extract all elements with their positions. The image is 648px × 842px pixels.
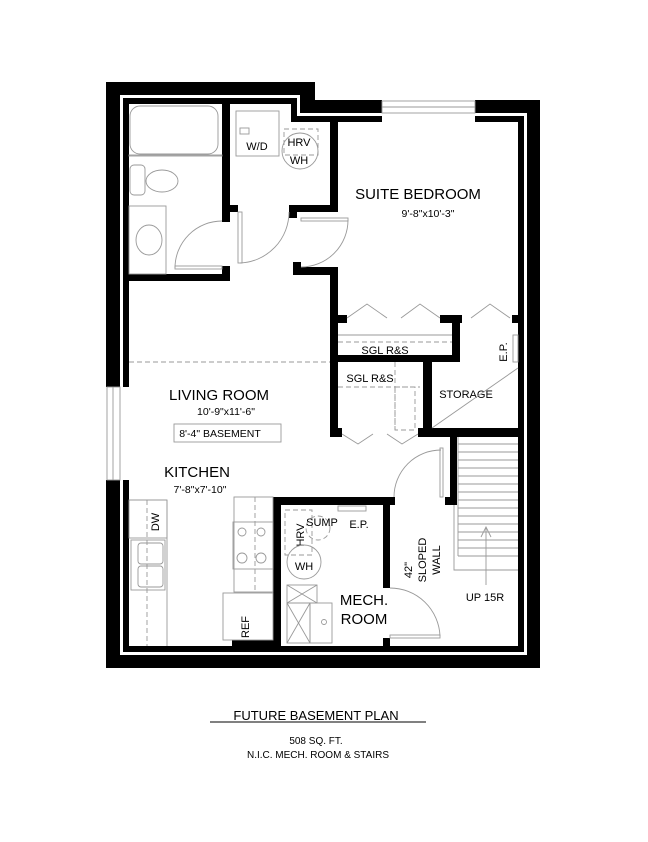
hrv-label: HRV <box>287 137 311 149</box>
washer-dryer-icon <box>235 110 280 157</box>
refrigerator-icon <box>222 592 274 641</box>
closet-bifold-doors[interactable] <box>341 433 419 445</box>
dishwasher-label: DW <box>150 512 162 531</box>
plan-title: FUTURE BASEMENT PLAN <box>233 708 398 723</box>
stairs-label: UP 15R <box>466 592 504 604</box>
sloped-wall-note: 42" SLOPED WALL <box>403 538 443 583</box>
water-heater-icon <box>286 544 322 580</box>
wh-label: WH <box>290 155 308 167</box>
sink-icon <box>128 205 167 275</box>
sloped-wall-label: WALL <box>431 545 443 575</box>
kitchen-size: 7'-8"x7'-10" <box>174 484 227 496</box>
ep-mech-label: E.P. <box>349 519 368 531</box>
living-room-name: LIVING ROOM <box>169 387 269 404</box>
ep-label: E.P. <box>498 342 510 361</box>
exterior-walls <box>106 82 540 668</box>
suite-bedroom-name: SUITE BEDROOM <box>355 186 481 203</box>
plan-note: N.I.C. MECH. ROOM & STAIRS <box>247 750 389 761</box>
mech-room: SUMP E.P. HRV WH MECH. ROOM <box>284 505 441 644</box>
living-room-size: 10'-9"x11'-6" <box>197 406 255 418</box>
top-window <box>381 99 476 123</box>
interior-walls <box>129 104 518 648</box>
stair-treads <box>458 443 518 557</box>
ceiling-height-box <box>173 423 282 443</box>
sloped-wall-label: SLOPED <box>417 538 429 583</box>
laundry: W/D HRV WH <box>235 110 319 264</box>
title-block: FUTURE BASEMENT PLAN 508 SQ. FT. N.I.C. … <box>210 708 426 761</box>
suite-bedroom-size: 9'-8"x10'-3" <box>402 208 455 220</box>
bathtub-icon <box>129 105 219 155</box>
ceiling-height-label: 8'-4" BASEMENT <box>179 428 261 440</box>
mech-room-door[interactable] <box>389 587 441 639</box>
closet-label: SGL R&S <box>361 345 408 357</box>
suite-bedroom: SUITE BEDROOM 9'-8"x10'-3" <box>300 186 511 319</box>
sump-label: SUMP <box>306 517 338 529</box>
closets: SGL R&S SGL R&S <box>338 334 452 445</box>
kitchen-name: KITCHEN <box>164 464 230 481</box>
closet-label: SGL R&S <box>346 373 393 385</box>
wh-mech-label: WH <box>295 561 313 573</box>
bedroom-door[interactable] <box>300 217 349 268</box>
plan-area: 508 SQ. FT. <box>289 736 342 747</box>
mech-room-name-line1: MECH. <box>340 592 388 609</box>
stair-door[interactable] <box>393 447 444 498</box>
toilet-icon <box>129 164 179 196</box>
storage: STORAGE E.P. <box>431 334 519 429</box>
kitchen: KITCHEN 7'-8"x7'-10" DW REF <box>128 464 274 646</box>
sloped-wall-height: 42" <box>403 562 415 578</box>
refrigerator-label: REF <box>240 616 252 638</box>
bathroom <box>128 105 223 275</box>
bifold-doors[interactable] <box>346 303 511 319</box>
storage-label: STORAGE <box>439 389 493 401</box>
cooktop-icon <box>232 521 274 570</box>
bathroom-door[interactable] <box>174 220 223 270</box>
furnace-icon <box>286 584 333 644</box>
left-window <box>105 386 130 481</box>
hrv-mech-label: HRV <box>295 523 307 547</box>
mech-room-name-line2: ROOM <box>341 611 388 628</box>
washer-dryer-label: W/D <box>246 141 267 153</box>
kitchen-sink-icon <box>130 539 166 591</box>
stairs: UP 15R <box>393 437 518 604</box>
laundry-door[interactable] <box>237 211 290 264</box>
living-room: LIVING ROOM 10'-9"x11'-6" 8'-4" BASEMENT <box>169 387 282 443</box>
dishwasher-icon <box>128 499 168 539</box>
sump-icon <box>305 515 331 541</box>
